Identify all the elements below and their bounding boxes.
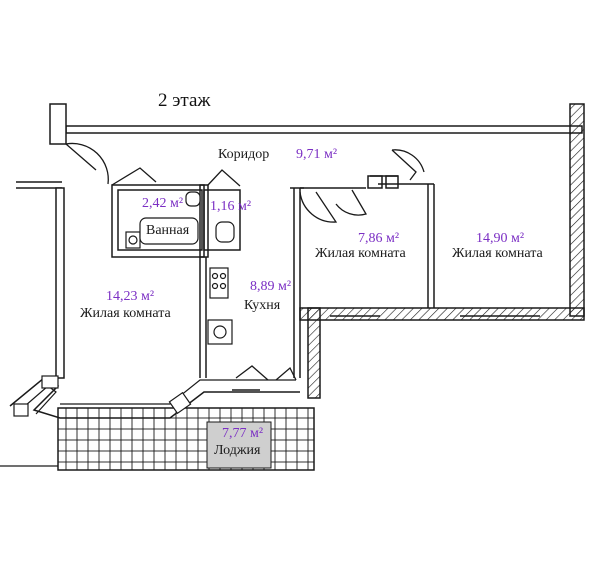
room-left-area: 14,23 м²	[106, 289, 155, 304]
stove-icon	[209, 267, 229, 299]
floor-label: 2 этаж	[158, 90, 211, 111]
interior-walls	[111, 175, 540, 391]
bathroom-area: 2,42 м²	[142, 196, 184, 211]
kitchen-area: 8,89 м²	[250, 279, 292, 294]
outer-walls	[9, 103, 585, 419]
corridor-area: 9,71 м²	[296, 147, 338, 162]
sink-icon	[185, 191, 201, 207]
room-right-name: Жилая комната	[452, 246, 543, 261]
loggia-name: Лоджия	[214, 443, 261, 458]
bathroom-name: Ванная	[144, 223, 192, 238]
wc-area: 1,16 м²	[210, 199, 252, 214]
room-small-area: 7,86 м²	[358, 231, 400, 246]
room-left-name: Жилая комната	[80, 306, 171, 321]
corridor-name: Коридор	[218, 147, 270, 162]
loggia-area: 7,77 м²	[222, 426, 264, 441]
fixtures	[125, 191, 235, 345]
kitchen-name: Кухня	[244, 298, 281, 313]
loggia	[0, 407, 315, 471]
room-small-name: Жилая комната	[315, 246, 406, 261]
room-right-area: 14,90 м²	[476, 231, 525, 246]
toilet-icon	[215, 221, 235, 243]
doors	[65, 142, 425, 381]
